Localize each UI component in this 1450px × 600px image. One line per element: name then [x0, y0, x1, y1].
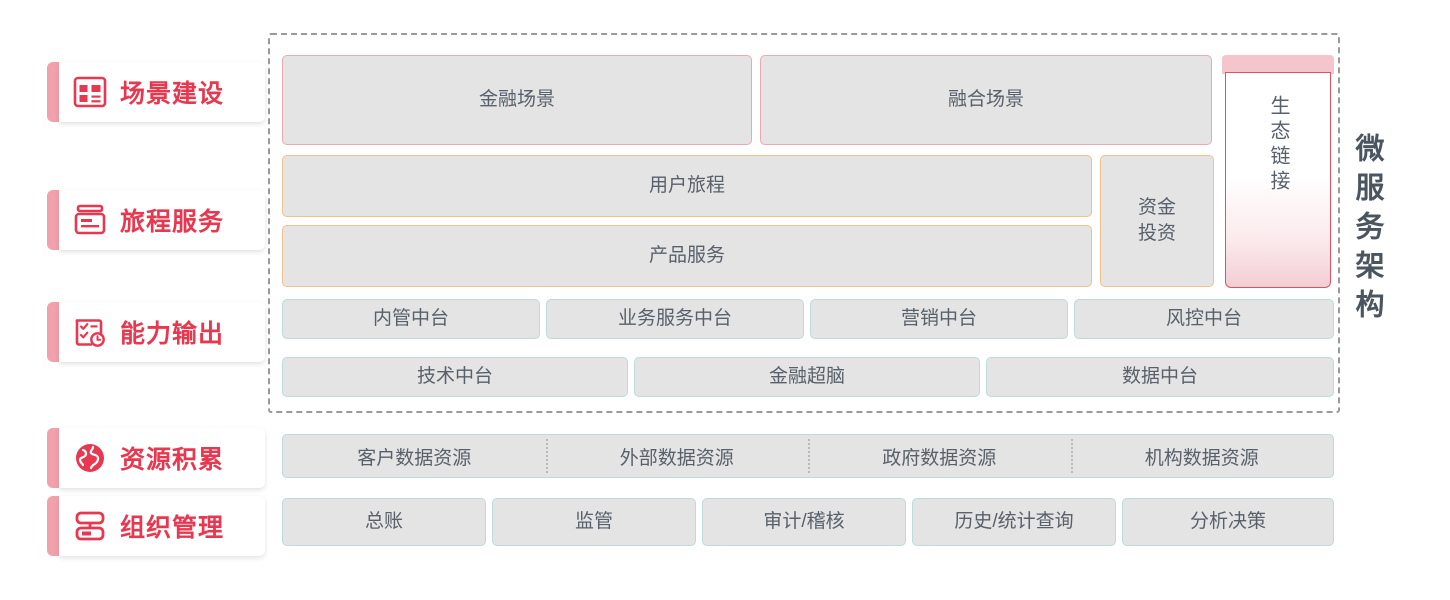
platform-box-data[interactable]: 数据中台 — [986, 357, 1334, 397]
sidebar-accent-bar — [47, 428, 59, 488]
sidebar-accent-bar — [47, 496, 59, 556]
dashboard-layout-icon — [73, 76, 107, 108]
platform-box-risk-control[interactable]: 风控中台 — [1074, 299, 1334, 339]
resource-bar: 客户数据资源 外部数据资源 政府数据资源 机构数据资源 — [282, 434, 1334, 478]
org-box-label: 分析决策 — [1189, 511, 1266, 533]
sidebar-item-label: 能力输出 — [120, 320, 225, 348]
ecosystem-card-body: 生态链接 — [1225, 72, 1331, 288]
platform-box-marketing[interactable]: 营销中台 — [810, 299, 1068, 339]
checklist-clock-icon — [75, 319, 105, 347]
org-box-label: 历史/统计查询 — [954, 511, 1074, 533]
sidebar-item-capability-output[interactable]: 能力输出 — [47, 302, 265, 362]
org-box-general-ledger[interactable]: 总账 — [282, 498, 486, 546]
journey-box-fund-investment[interactable]: 资金 投资 — [1100, 155, 1214, 287]
platform-box-label: 业务服务中台 — [617, 308, 732, 330]
sidebar-card[interactable]: 组织管理 — [59, 496, 265, 556]
resource-cell-label: 外部数据资源 — [619, 447, 734, 469]
platform-box-label: 技术中台 — [416, 366, 493, 388]
platform-box-label: 数据中台 — [1121, 366, 1198, 388]
sidebar-item-journey-service[interactable]: 旅程服务 — [47, 190, 265, 250]
resource-cell-label: 机构数据资源 — [1144, 447, 1259, 469]
journey-box-product-service[interactable]: 产品服务 — [282, 225, 1092, 287]
org-box-history-statistics-query[interactable]: 历史/统计查询 — [912, 498, 1116, 546]
sidebar-card[interactable]: 能力输出 — [59, 302, 265, 362]
ecosystem-label: 生态链接 — [1267, 95, 1289, 195]
sidebar-card[interactable]: 旅程服务 — [59, 190, 265, 250]
scene-box-financial[interactable]: 金融场景 — [282, 55, 752, 145]
sidebar-accent-bar — [47, 302, 59, 362]
microservice-group-container — [268, 33, 1340, 413]
org-box-analysis-decision[interactable]: 分析决策 — [1122, 498, 1334, 546]
journey-box-label: 产品服务 — [648, 245, 725, 267]
org-box-label: 监管 — [574, 511, 613, 533]
sidebar-item-label: 组织管理 — [120, 514, 225, 542]
card-journey-icon — [74, 204, 106, 235]
scene-box-label: 融合场景 — [947, 89, 1024, 111]
org-chart-icon — [75, 511, 105, 541]
platform-box-label: 内管中台 — [372, 308, 449, 330]
scene-box-label: 金融场景 — [478, 89, 555, 111]
sidebar-accent-bar — [47, 190, 59, 250]
platform-box-label: 风控中台 — [1165, 308, 1242, 330]
sidebar-card[interactable]: 资源积累 — [59, 428, 265, 488]
resource-cell-label: 政府数据资源 — [882, 447, 997, 469]
sidebar-item-organization-management[interactable]: 组织管理 — [47, 496, 265, 556]
platform-box-financial-brain[interactable]: 金融超脑 — [634, 357, 980, 397]
fund-box-label-line2: 投资 — [1137, 223, 1176, 244]
journey-box-label: 用户旅程 — [648, 175, 725, 197]
sidebar-item-resource-accumulation[interactable]: 资源积累 — [47, 428, 265, 488]
org-box-label: 总账 — [364, 511, 403, 533]
journey-box-user-journey[interactable]: 用户旅程 — [282, 155, 1092, 217]
sidebar-item-label: 旅程服务 — [120, 208, 225, 236]
resource-cell-label: 客户数据资源 — [357, 447, 472, 469]
scene-box-integration[interactable]: 融合场景 — [760, 55, 1212, 145]
microservice-architecture-title: 微服务架构 — [1351, 133, 1383, 328]
fund-box-label-line1: 资金 — [1137, 197, 1176, 219]
globe-icon — [76, 444, 104, 472]
org-box-supervision[interactable]: 监管 — [492, 498, 696, 546]
org-box-label: 审计/稽核 — [763, 511, 845, 533]
resource-cell-government[interactable]: 政府数据资源 — [808, 435, 1071, 477]
resource-cell-customer[interactable]: 客户数据资源 — [283, 435, 546, 477]
platform-box-technology[interactable]: 技术中台 — [282, 357, 628, 397]
resource-cell-institution[interactable]: 机构数据资源 — [1070, 435, 1334, 477]
ecosystem-card-header — [1222, 55, 1334, 74]
sidebar-item-label: 资源积累 — [120, 446, 225, 474]
platform-box-business-service[interactable]: 业务服务中台 — [546, 299, 804, 339]
sidebar-accent-bar — [47, 62, 59, 122]
platform-box-internal-management[interactable]: 内管中台 — [282, 299, 540, 339]
platform-box-label: 营销中台 — [900, 308, 977, 330]
org-box-audit[interactable]: 审计/稽核 — [702, 498, 906, 546]
sidebar-item-label: 场景建设 — [120, 80, 225, 108]
sidebar-card[interactable]: 场景建设 — [59, 62, 265, 122]
ecosystem-link-card[interactable]: 生态链接 — [1222, 55, 1334, 288]
platform-box-label: 金融超脑 — [768, 366, 845, 388]
sidebar-item-scene-building[interactable]: 场景建设 — [47, 62, 265, 122]
resource-cell-external[interactable]: 外部数据资源 — [545, 435, 809, 477]
